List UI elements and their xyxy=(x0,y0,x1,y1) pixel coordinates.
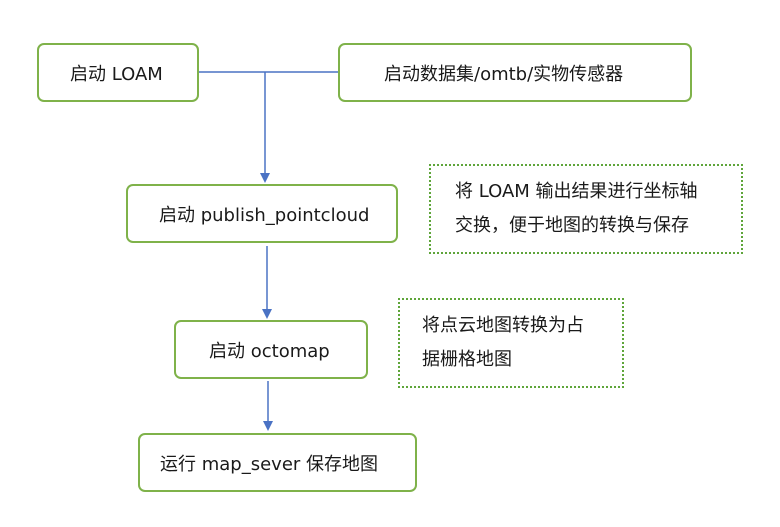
note-grid-convert-line-1: 将点云地图转换为占 xyxy=(422,315,584,336)
node-start-dataset: 启动数据集/omtb/实物传感器 xyxy=(338,43,692,102)
node-start-dataset-label: 启动数据集/omtb/实物传感器 xyxy=(384,63,624,85)
note-axis-transform: 将 LOAM 输出结果进行坐标轴 交换，便于地图的转换与保存 xyxy=(429,164,743,254)
node-run-map-server-label: 运行 map_sever 保存地图 xyxy=(160,453,379,475)
note-axis-transform-line-1: 将 LOAM 输出结果进行坐标轴 xyxy=(455,181,698,202)
node-start-octomap: 启动 octomap xyxy=(174,320,368,379)
node-start-publish-label: 启动 publish_pointcloud xyxy=(159,204,370,226)
node-run-map-server: 运行 map_sever 保存地图 xyxy=(138,433,417,492)
note-grid-convert-line-2: 据栅格地图 xyxy=(422,349,512,370)
node-start-octomap-label: 启动 octomap xyxy=(209,340,330,362)
node-start-loam: 启动 LOAM xyxy=(37,43,199,102)
node-start-publish-pointcloud: 启动 publish_pointcloud xyxy=(126,184,398,243)
note-grid-convert: 将点云地图转换为占 据栅格地图 xyxy=(398,298,624,388)
node-start-loam-label: 启动 LOAM xyxy=(70,63,163,85)
note-axis-transform-line-2: 交换，便于地图的转换与保存 xyxy=(455,215,689,236)
